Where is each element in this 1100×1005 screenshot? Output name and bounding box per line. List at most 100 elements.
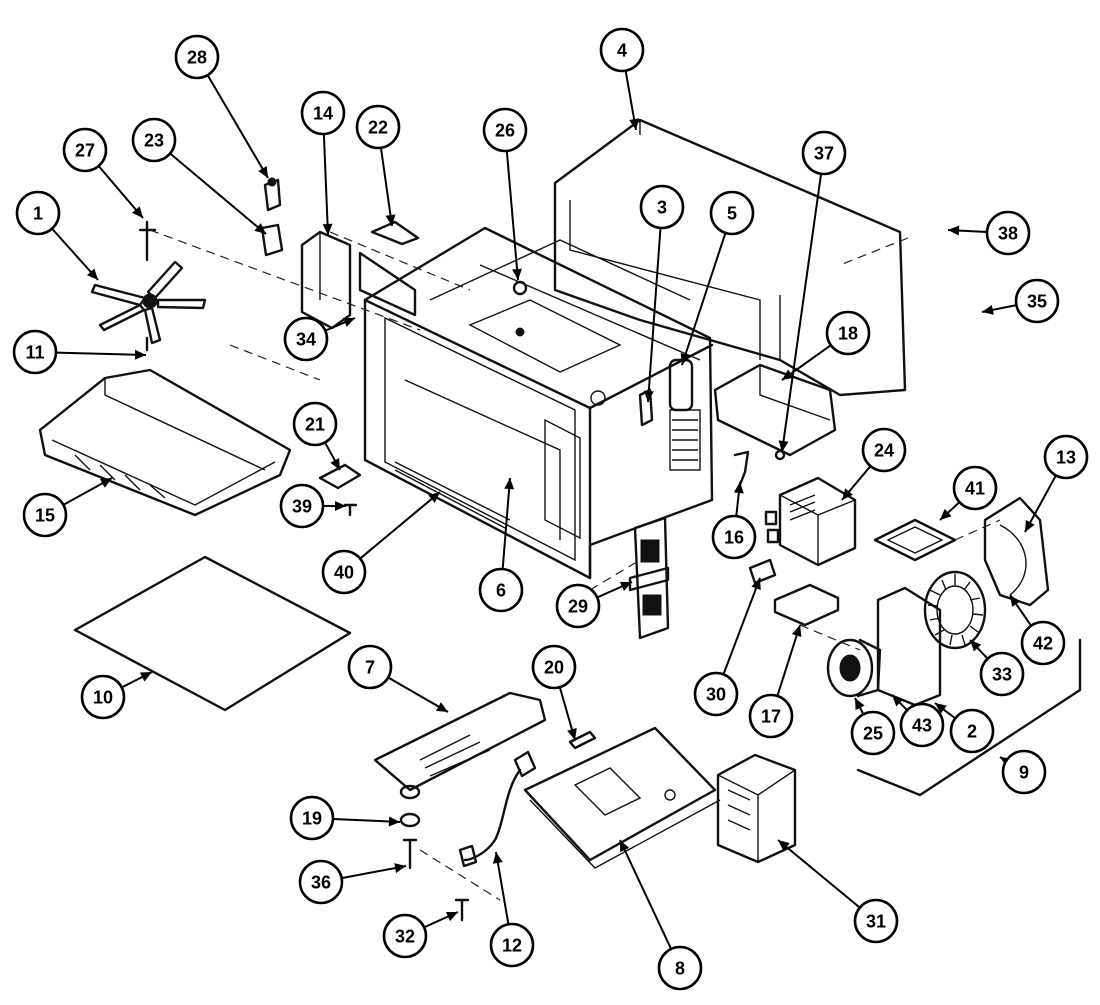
callout-number-35: 35 xyxy=(1027,292,1047,312)
callout-leader-11 xyxy=(55,351,147,356)
callout-20: 20 xyxy=(531,644,577,741)
callout-21: 21 xyxy=(292,401,341,471)
callout-leader-23 xyxy=(169,152,267,235)
oven-cavity xyxy=(363,226,714,580)
callout-41: 41 xyxy=(939,465,998,521)
callout-arrowhead-6 xyxy=(504,478,515,490)
callout-arrowhead-29 xyxy=(619,581,632,592)
callout-35: 35 xyxy=(981,278,1060,324)
callout-number-6: 6 xyxy=(496,581,506,601)
callout-34: 34 xyxy=(283,316,356,362)
callout-16: 16 xyxy=(711,481,757,560)
callout-2: 2 xyxy=(934,702,995,754)
callout-14: 14 xyxy=(300,90,346,236)
callout-leader-6 xyxy=(501,477,511,570)
callout-arrowhead-5 xyxy=(680,352,691,365)
callout-arrowhead-25 xyxy=(855,698,865,711)
callout-circle-33 xyxy=(979,651,1025,697)
callout-arrowhead-38 xyxy=(948,225,960,236)
callout-28: 28 xyxy=(174,34,269,179)
callout-arrowhead-31 xyxy=(778,840,790,851)
callout-number-13: 13 xyxy=(1056,448,1076,468)
callout-number-32: 32 xyxy=(395,927,415,947)
callout-circle-12 xyxy=(489,922,535,968)
callout-arrowhead-2 xyxy=(935,703,947,714)
screw xyxy=(402,838,418,870)
callout-arrowhead-32 xyxy=(445,911,458,922)
air-duct-tray xyxy=(38,368,292,517)
callout-arrowhead-8 xyxy=(620,840,630,853)
callout-number-36: 36 xyxy=(311,873,331,893)
parts-artwork xyxy=(38,118,1082,922)
callout-circle-8 xyxy=(657,945,703,991)
callout-22: 22 xyxy=(355,104,401,227)
callout-circle-22 xyxy=(355,104,401,150)
callout-number-30: 30 xyxy=(706,685,726,705)
callout-number-4: 4 xyxy=(617,41,627,61)
callout-arrowhead-13 xyxy=(1025,519,1035,532)
diode xyxy=(733,450,750,492)
callout-25: 25 xyxy=(850,697,896,756)
callout-27: 27 xyxy=(62,127,144,219)
callout-layer: 1234567891011121314151617181920212223242… xyxy=(12,27,1089,991)
interlock-switch xyxy=(318,463,362,490)
callout-number-41: 41 xyxy=(965,479,985,499)
callout-11: 11 xyxy=(12,329,147,375)
callout-circle-13 xyxy=(1043,434,1089,480)
callout-number-33: 33 xyxy=(992,665,1012,685)
callout-circle-38 xyxy=(985,210,1031,256)
callout-circle-7 xyxy=(347,644,393,690)
callout-arrowhead-18 xyxy=(782,369,794,380)
callout-number-17: 17 xyxy=(761,707,781,727)
callout-13: 13 xyxy=(1024,434,1089,533)
callout-number-37: 37 xyxy=(814,144,834,164)
callout-19: 19 xyxy=(289,795,401,841)
callout-arrowhead-36 xyxy=(394,863,406,873)
callout-arrowhead-22 xyxy=(385,214,396,226)
callout-5: 5 xyxy=(680,190,755,366)
callout-circle-27 xyxy=(62,127,108,173)
callout-leader-14 xyxy=(322,133,329,236)
callout-circle-4 xyxy=(599,27,645,73)
callout-circle-42 xyxy=(1020,620,1066,666)
callout-circle-43 xyxy=(899,702,945,748)
callout-circle-29 xyxy=(555,583,601,629)
callout-leader-30 xyxy=(722,577,761,675)
callout-number-34: 34 xyxy=(296,330,316,350)
callout-arrowhead-11 xyxy=(134,349,146,360)
callout-arrowhead-15 xyxy=(99,478,112,488)
callout-arrowhead-19 xyxy=(388,816,400,827)
callout-leader-40 xyxy=(359,491,441,560)
callout-number-20: 20 xyxy=(544,658,564,678)
callout-circle-21 xyxy=(292,401,338,447)
callout-number-22: 22 xyxy=(368,118,388,138)
callout-arrowhead-20 xyxy=(567,728,577,740)
callout-number-43: 43 xyxy=(912,716,932,736)
callout-circle-20 xyxy=(531,644,577,690)
callout-circle-37 xyxy=(801,130,847,176)
callout-number-42: 42 xyxy=(1033,634,1053,654)
callout-arrowhead-41 xyxy=(940,508,952,520)
callout-leader-12 xyxy=(495,851,510,925)
lamp xyxy=(260,223,284,257)
callout-circle-41 xyxy=(952,465,998,511)
callout-36: 36 xyxy=(298,859,407,905)
callout-circle-2 xyxy=(949,708,995,754)
callout-number-19: 19 xyxy=(302,809,322,829)
callout-arrowhead-12 xyxy=(492,852,503,864)
callout-leader-17 xyxy=(776,624,801,697)
callout-7: 7 xyxy=(347,644,449,713)
callout-arrowhead-26 xyxy=(512,268,523,280)
callout-number-3: 3 xyxy=(657,198,667,218)
callout-leader-28 xyxy=(206,74,269,179)
callout-arrowhead-37 xyxy=(778,440,789,452)
callout-arrowhead-35 xyxy=(982,304,994,315)
callout-3: 3 xyxy=(639,184,685,403)
callout-number-10: 10 xyxy=(93,688,113,708)
callout-number-31: 31 xyxy=(866,912,886,932)
ground-screw xyxy=(454,898,470,922)
bottom-plate xyxy=(73,555,352,712)
callout-24: 24 xyxy=(841,427,907,501)
callout-arrowhead-28 xyxy=(258,165,268,178)
switch-assembly xyxy=(628,516,670,640)
